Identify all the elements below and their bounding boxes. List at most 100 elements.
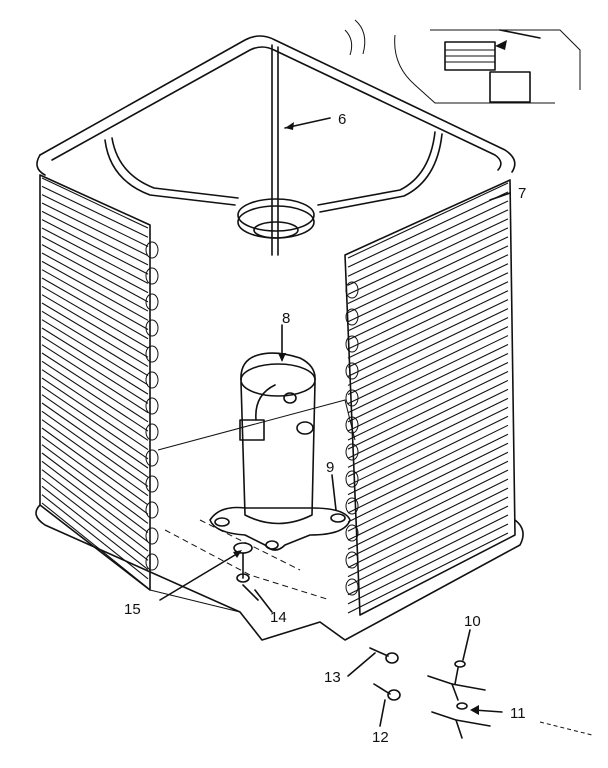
callout-10: 10	[464, 613, 481, 630]
coil-fin	[41, 419, 149, 497]
callout-8: 8	[282, 310, 290, 327]
coil-return-bend	[145, 527, 159, 545]
coil-fin	[347, 505, 509, 587]
coil-fin	[41, 469, 149, 552]
coil-return-bend	[345, 470, 359, 488]
coil-return-bend	[345, 443, 359, 461]
callout-12: 12	[372, 729, 389, 746]
coil-return-bend	[145, 319, 159, 337]
coil-fin	[347, 263, 509, 341]
coil-fin	[347, 523, 509, 605]
coil-fin	[41, 410, 149, 487]
callout-13: 13	[324, 669, 341, 686]
coil-fin	[347, 272, 509, 350]
screw	[373, 683, 401, 701]
coil-fin	[347, 308, 509, 386]
coil-return-bend	[145, 449, 159, 467]
coil-return-bend	[345, 551, 359, 569]
coil-return-bend	[145, 293, 159, 311]
coil-fin	[41, 360, 149, 432]
coil-fin	[41, 485, 149, 570]
coil-fin	[347, 254, 509, 332]
fan-guard-support	[104, 44, 443, 256]
coil-fin	[41, 494, 149, 580]
coil-fin	[347, 397, 509, 477]
coil-return-bend	[345, 524, 359, 542]
coil-return-bend	[145, 345, 159, 363]
callout-14: 14	[270, 609, 287, 626]
coil-fin	[41, 502, 149, 589]
fan-motor-inset	[344, 19, 581, 104]
coil-fin	[347, 335, 509, 414]
coil-fin	[41, 202, 149, 257]
coil-fin	[41, 177, 149, 229]
coil-fin	[347, 433, 509, 514]
coil-fin	[41, 294, 149, 358]
coil-fin	[41, 452, 149, 534]
coil-return-bend	[345, 416, 359, 434]
compressor-mounting	[209, 506, 351, 551]
coil-fin	[41, 327, 149, 395]
coil-fin	[41, 402, 149, 478]
coil-fin	[347, 469, 509, 550]
coil-fin	[41, 277, 149, 340]
service-valve-suction	[431, 702, 491, 739]
coil-fin	[347, 460, 509, 541]
coil-fin	[41, 427, 149, 506]
coil-fin	[41, 477, 149, 561]
coil-return-bend	[145, 267, 159, 285]
coil-return-bend	[145, 475, 159, 493]
callout-6: 6	[338, 111, 346, 128]
coil-fin	[347, 388, 509, 468]
coil-fin	[347, 281, 509, 359]
base-pan	[35, 399, 524, 641]
coil-fin	[347, 344, 509, 423]
coil-return-bend	[345, 578, 359, 596]
coil-fin	[41, 235, 149, 294]
coil-fin	[347, 478, 509, 559]
callout-15: 15	[124, 601, 141, 618]
callout-9: 9	[326, 459, 334, 476]
coil-fin	[41, 310, 149, 377]
coil-fin	[41, 210, 149, 266]
coil-fin	[41, 369, 149, 441]
coil-fin	[347, 209, 509, 286]
coil-fin	[347, 299, 509, 377]
coil-fin	[347, 182, 509, 259]
condenser-coil-left	[39, 174, 159, 591]
coil-fin	[41, 285, 149, 349]
coil-fin	[41, 319, 149, 386]
callouts: 6 7 8 9 10 11 12 13 14 15	[124, 111, 526, 746]
coil-fin	[347, 406, 509, 487]
coil-return-bend	[345, 497, 359, 515]
callout-11: 11	[510, 705, 526, 722]
coil-fin	[347, 361, 509, 441]
coil-fin	[41, 194, 149, 247]
coil-return-bend	[345, 389, 359, 407]
coil-fin	[347, 532, 509, 614]
coil-fin	[41, 394, 149, 469]
coil-fin	[347, 236, 509, 314]
coil-fin	[41, 302, 149, 367]
coil-return-bend	[145, 501, 159, 519]
coil-return-bend	[145, 241, 159, 259]
coil-fin	[41, 185, 149, 238]
coil-return-bend	[145, 553, 159, 571]
coil-return-bend	[145, 371, 159, 389]
coil-return-bend	[145, 423, 159, 441]
coil-fin	[347, 424, 509, 505]
callout-7: 7	[518, 185, 526, 202]
compressor	[239, 352, 316, 525]
upper-frame	[36, 35, 516, 176]
coil-fin	[347, 353, 509, 432]
coil-fin	[41, 460, 149, 543]
coil-fin	[347, 514, 509, 596]
coil-fin	[41, 377, 149, 450]
coil-return-bend	[345, 308, 359, 326]
coil-fin	[41, 244, 149, 303]
coil-fin	[347, 290, 509, 368]
condenser-coil-right	[344, 179, 516, 616]
bolt	[369, 647, 399, 664]
leader-lines	[159, 117, 593, 736]
